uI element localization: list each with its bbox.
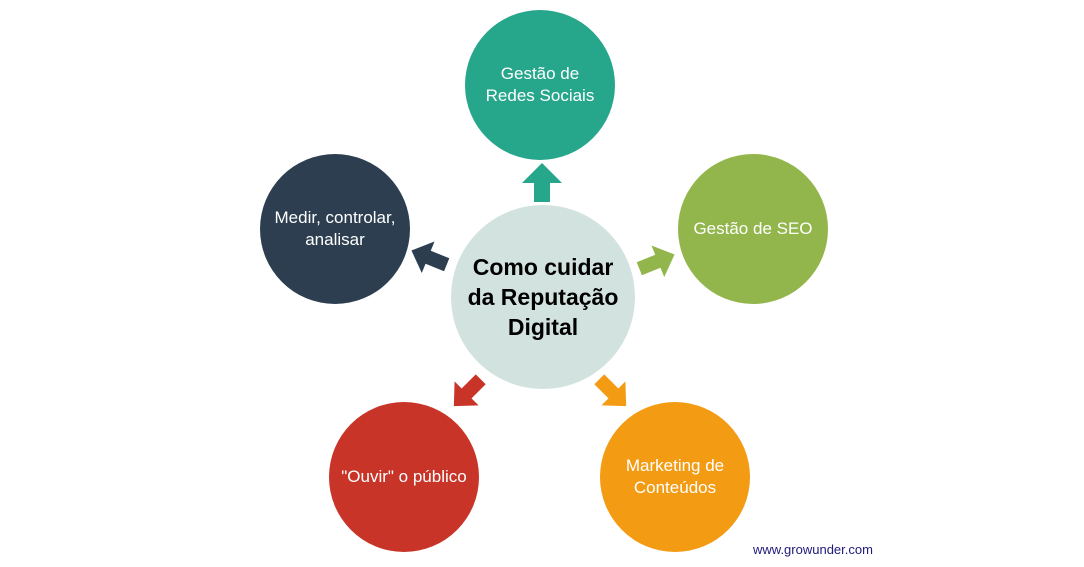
credit-link[interactable]: www.growunder.com xyxy=(753,542,873,557)
arrow-up-icon xyxy=(522,163,562,202)
arrow-down-left-icon xyxy=(453,374,486,407)
node-label: Gestão de SEO xyxy=(693,219,813,238)
node-medir: Medir, controlar, analisar xyxy=(260,154,410,304)
arrow-right-icon xyxy=(636,245,675,278)
arrow-left-icon xyxy=(411,241,450,274)
center-node: Como cuidar da Reputação Digital xyxy=(451,205,635,389)
node-label: Marketing de Conteúdos xyxy=(625,456,725,497)
node-seo: Gestão de SEO xyxy=(678,154,828,304)
node-label: Gestão de Redes Sociais xyxy=(485,64,595,105)
center-node-label: Como cuidar da Reputação Digital xyxy=(467,254,619,340)
node-ouvir-publico: "Ouvir" o público xyxy=(329,402,479,552)
node-redes-sociais: Gestão de Redes Sociais xyxy=(465,10,615,160)
node-marketing-conteudos: Marketing de Conteúdos xyxy=(600,402,750,552)
node-label: "Ouvir" o público xyxy=(341,467,467,486)
node-label: Medir, controlar, analisar xyxy=(274,208,396,249)
arrow-down-right-icon xyxy=(594,374,627,407)
